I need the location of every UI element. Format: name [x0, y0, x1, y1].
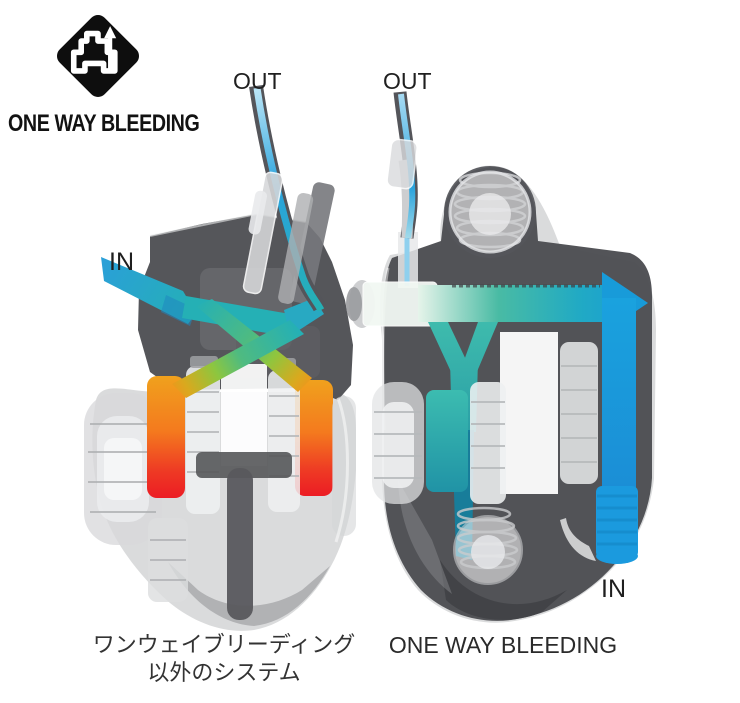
logo-title: ONE WAY BLEEDING	[8, 110, 200, 137]
old-fluid-column-right	[295, 380, 333, 496]
old-fluid-column-left	[147, 376, 185, 498]
one-way-bleed-badge-icon	[56, 14, 140, 98]
bottom-bolt	[453, 506, 523, 585]
left-cylinder-boss	[84, 393, 162, 545]
right-caliper	[346, 165, 656, 623]
caliper-glyph-icon	[70, 30, 118, 74]
one-way-bleeding-logo: ONE WAY BLEEDING	[0, 0, 210, 145]
left-caption-line1: ワンウェイブリーディング	[93, 632, 355, 657]
left-out-hose	[242, 84, 327, 312]
left-out-label: OUT	[233, 68, 282, 94]
right-caliper-fluid-channels	[418, 272, 648, 564]
mounting-bolt	[444, 166, 536, 258]
hose-fitting-collars	[242, 171, 314, 304]
in-threaded-bolt	[596, 486, 638, 564]
right-in-label: IN	[601, 575, 626, 603]
left-in-label: IN	[109, 248, 134, 276]
left-caliper-bottom-hardware	[148, 452, 292, 620]
left-caliper	[84, 182, 357, 631]
right-out-label: OUT	[383, 68, 432, 94]
left-caliper-fluid-channels	[101, 257, 324, 398]
right-caliper-pistons	[372, 342, 598, 504]
left-caption-line2: 以外のシステム	[147, 660, 300, 685]
right-out-hose	[386, 91, 418, 239]
right-caption: ONE WAY BLEEDING	[389, 632, 617, 658]
